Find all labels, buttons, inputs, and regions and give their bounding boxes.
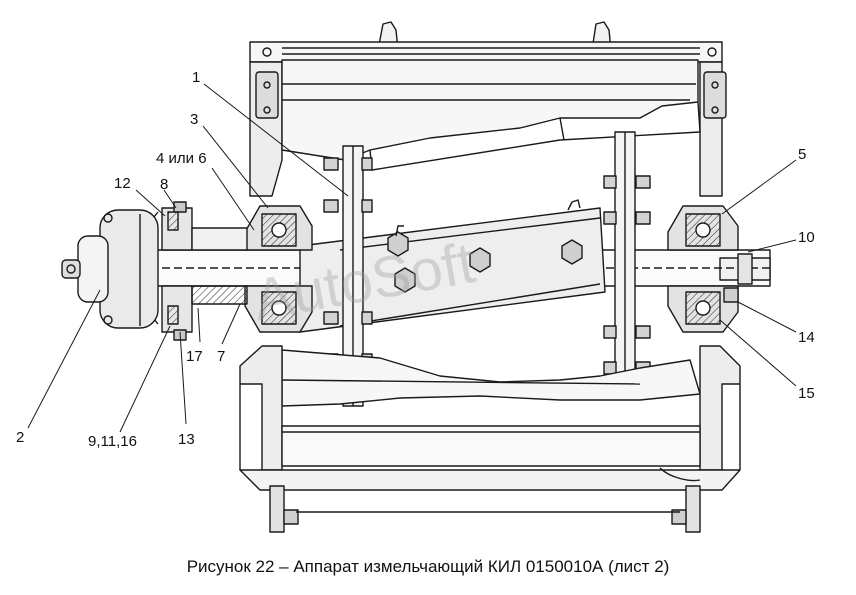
callouts: 1 3 4 или 6 8 12 5 10 14 15 17 7 13 9,11… (16, 69, 815, 450)
callout-10: 10 (798, 229, 815, 246)
callout-7: 7 (217, 348, 225, 365)
callout-3: 3 (190, 111, 198, 128)
callout-5: 5 (798, 146, 806, 163)
bottom-frame (239, 345, 741, 533)
callout-4-or-6: 4 или 6 (156, 150, 207, 167)
callout-2: 2 (16, 429, 24, 446)
leader-lines (27, 83, 797, 433)
right-bearing (667, 205, 739, 333)
callout-9-11-16: 9,11,16 (88, 433, 137, 450)
callout-1: 1 (192, 69, 200, 86)
left-bearing (244, 205, 313, 333)
left-hub (161, 201, 248, 341)
callout-15: 15 (798, 385, 815, 402)
figure-caption: Рисунок 22 – Аппарат измельчающий КИЛ 01… (186, 557, 670, 576)
rotor-tube (299, 199, 606, 333)
callout-13: 13 (178, 431, 195, 448)
right-shaft-end (723, 253, 753, 303)
upper-shield (281, 59, 701, 171)
callout-12: 12 (114, 175, 131, 192)
right-knife-plate (603, 131, 651, 395)
callout-17: 17 (186, 348, 203, 365)
callout-14: 14 (798, 329, 815, 346)
callout-8: 8 (160, 176, 168, 193)
brake-drum (61, 209, 159, 329)
lower-shield (281, 349, 701, 407)
top-frame (249, 21, 727, 197)
